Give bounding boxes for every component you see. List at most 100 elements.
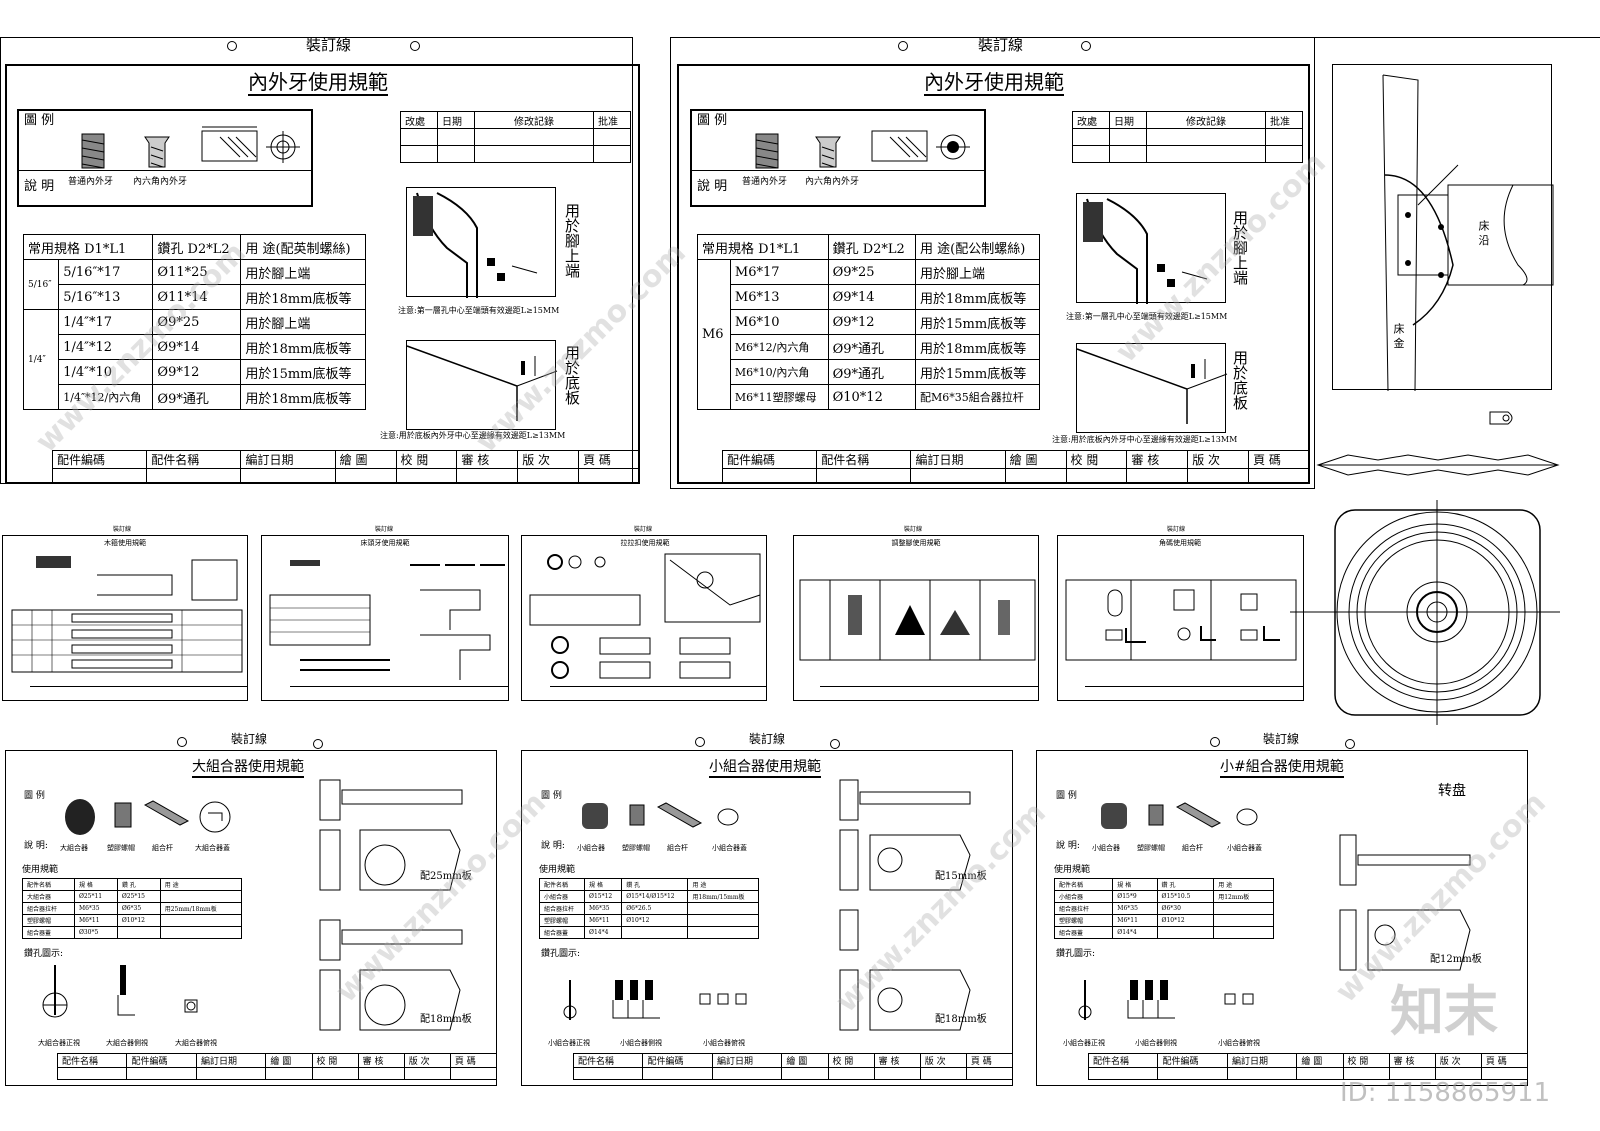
table-cell: M6*10/內六角	[729, 359, 829, 385]
table-header: 規 格	[584, 878, 623, 891]
table-cell: 用18mm/15mm板	[687, 890, 759, 903]
thumb-binding-line: 裝訂線	[113, 526, 132, 533]
footer-cell: 編訂日期	[195, 1053, 267, 1068]
thumb-footer-rule	[820, 686, 1039, 687]
binding-hole-left	[898, 41, 908, 51]
table-cell: Ø9*25	[827, 259, 917, 285]
swivel-plate-top-view	[1290, 500, 1560, 725]
table-header: 用 途	[687, 878, 759, 891]
drill-diagrams	[1078, 980, 1254, 1020]
thumb-binding-line: 裝訂線	[904, 526, 923, 533]
sheet5-frame	[1036, 750, 1528, 1086]
hex-insert-nut-icon	[144, 136, 170, 168]
watermark-id: ID: 1158865911	[1340, 1078, 1551, 1108]
thumb-title: 木箍使用規範	[104, 539, 146, 547]
sheet5-extra-label: 转盘	[1438, 783, 1466, 799]
table-cell: 用於腳上端	[240, 259, 366, 285]
item-label: 塑膠螺帽	[1137, 844, 1165, 852]
footer-cell: 頁 碼	[965, 1053, 1014, 1068]
table-cell	[159, 926, 243, 939]
binding-line-label: 裝訂線	[978, 36, 1024, 54]
item-label: 小組合器蓋	[712, 844, 747, 852]
table-cell: M6*35	[73, 902, 118, 915]
bed-detail-frame: 床 沿 床 金	[1332, 64, 1554, 392]
binding-hole-right	[313, 739, 323, 749]
insert-nut-icon	[755, 133, 779, 169]
sheet1-footer: 配件編碼配件名稱編訂日期繪 圖校 閱審 核版 次頁 碼	[51, 450, 640, 484]
legend-divider	[690, 170, 986, 171]
sheet2-title: 內外牙使用規範	[924, 70, 1064, 96]
binding-hole-left	[1210, 737, 1220, 747]
table-cell: 用12mm板	[1213, 890, 1274, 903]
drill-item: 大組合器正視	[38, 1039, 80, 1047]
thumb-frame	[1057, 535, 1304, 701]
rev-header: 改處	[1072, 111, 1110, 129]
bed-leg-label: 床 金	[1392, 323, 1405, 349]
side-label-leg: 用於腳上端	[1231, 210, 1249, 285]
footer-cell: 繪 圖	[265, 1053, 313, 1068]
thumb-diagram	[269, 560, 505, 680]
table-cell: 用25mm/18mm板	[159, 902, 243, 915]
table-cell: Ø6*30	[1156, 902, 1215, 915]
table-cell: Ø30*5	[73, 926, 118, 939]
drill-label: 鑽孔圖示:	[541, 949, 581, 959]
thumb-title: 床頭牙使用規範	[360, 539, 410, 547]
legend-item-hex: 內六角內外牙	[805, 177, 860, 187]
desc-label: 說 明	[697, 179, 728, 194]
legend-label: 圖 例	[24, 791, 45, 801]
sheet1-title: 內外牙使用規範	[248, 70, 388, 96]
table-cell: 組合器蓋	[538, 926, 586, 939]
thumb-title: 角碼使用規範	[1159, 539, 1201, 547]
item-label: 組合杆	[667, 844, 688, 852]
footer-cell: 校 閱	[1065, 450, 1128, 469]
binding-hole-right	[410, 41, 420, 51]
thumb-binding-line: 裝訂線	[1167, 526, 1186, 533]
swivel-plate-side-view	[1316, 454, 1560, 476]
footer-cell: 版 次	[1187, 450, 1250, 469]
rev-header: 批准	[593, 111, 631, 129]
table-group: M6	[697, 259, 731, 410]
thumb-title: 調整腳使用規範	[891, 539, 941, 547]
table-cell: Ø10*12	[116, 914, 161, 927]
cam-fitting-icon	[65, 799, 231, 835]
footer-cell: 配件編碼	[51, 450, 148, 469]
thumb-footer-rule	[30, 686, 248, 687]
thumb-frame	[521, 535, 767, 701]
footer-cell: 版 次	[919, 1053, 967, 1068]
table-cell	[687, 902, 759, 915]
sheet2-outer-frame	[670, 37, 1315, 489]
table-cell: 5/16″*13	[58, 284, 154, 310]
board-label: 配25mm板	[420, 871, 472, 882]
table-header: 用 途(配英制螺絲)	[240, 234, 366, 260]
table-cell	[1156, 926, 1215, 939]
binding-hole-left	[227, 41, 237, 51]
thumb-footer-rule	[1085, 686, 1304, 687]
table-header: 配件名稱	[1053, 878, 1114, 891]
table-header: 用 途	[159, 878, 243, 891]
board-label: 配18mm板	[935, 1014, 987, 1025]
footer-cell: 繪 圖	[1004, 450, 1067, 469]
table-cell: M6*13	[729, 284, 829, 310]
item-label: 小組合器蓋	[1227, 844, 1262, 852]
binding-hole-left	[695, 737, 705, 747]
board-label: 配15mm板	[935, 871, 987, 882]
desc-label: 說 明:	[1056, 841, 1080, 851]
sheet3-title: 大組合器使用規範	[192, 760, 304, 778]
assembly-diagrams	[839, 779, 971, 1031]
table-cell: Ø6*35	[116, 902, 161, 915]
footer-cell: 頁 碼	[578, 450, 640, 469]
leg-install-figure	[1076, 193, 1226, 304]
table-header: 用 途	[1213, 878, 1274, 891]
drill-item: 小組合器側視	[1135, 1039, 1177, 1047]
binding-line-label: 裝訂線	[306, 36, 352, 54]
table-cell: 小組合器	[538, 890, 586, 903]
note-leg: 注意:第一層孔中心至端頭有效邊距L≥15MM	[398, 306, 560, 315]
table-cell: 1/4″*10	[58, 359, 154, 385]
footer-cell: 審 核	[1388, 1053, 1436, 1068]
sheet4-footer: 配件名稱配件編碼編訂日期繪 圖校 閱審 核版 次頁 碼	[572, 1053, 1014, 1080]
thumb-diagram	[529, 553, 761, 679]
footer-cell: 配件名稱	[56, 1053, 128, 1068]
table-group: 5/16″	[22, 259, 60, 310]
